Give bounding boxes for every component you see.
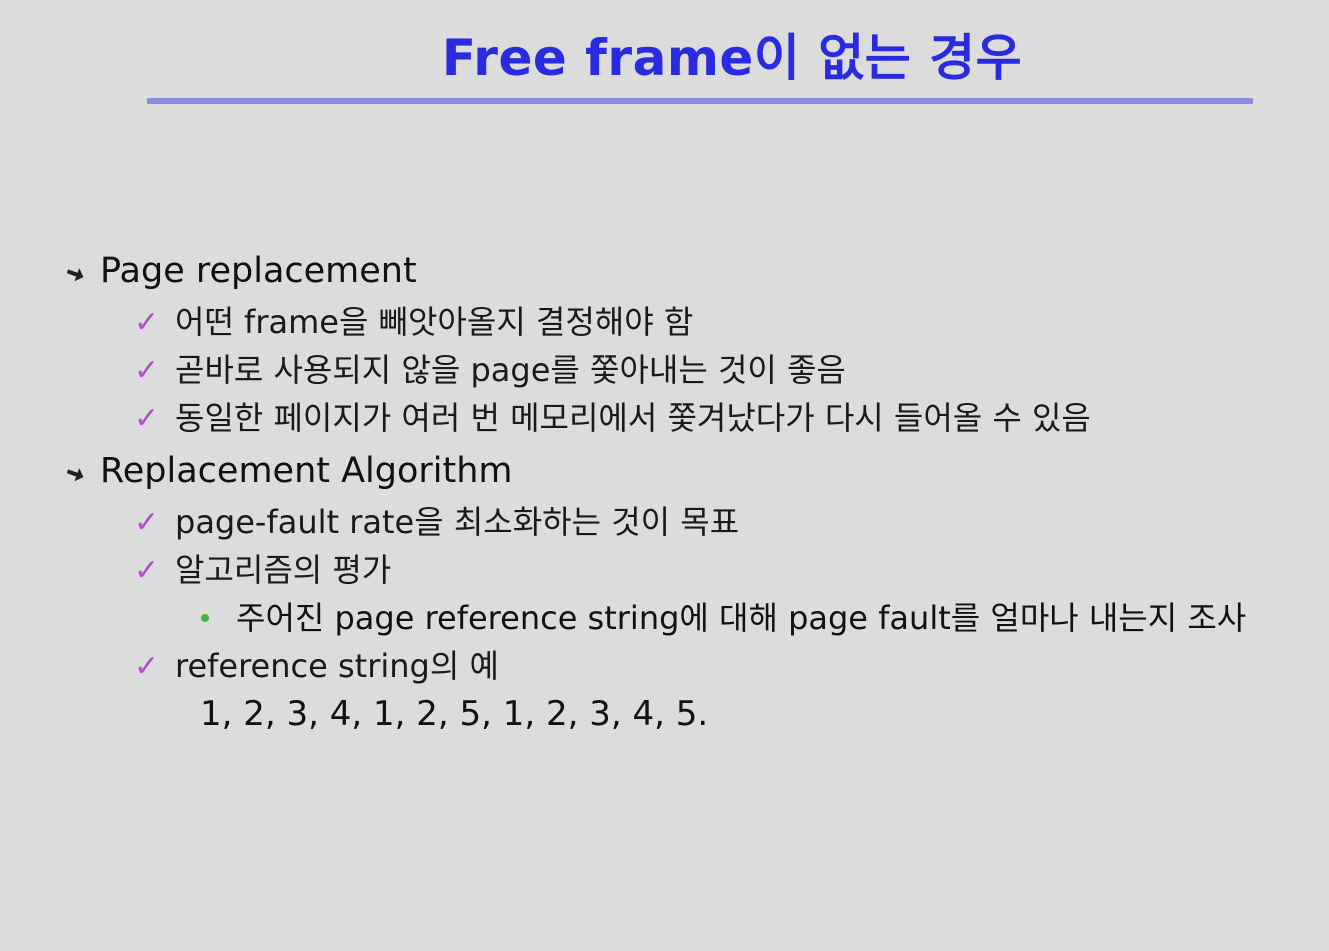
checkmark-icon: ✓ [134, 305, 160, 340]
checkmark-icon: ✓ [134, 649, 160, 684]
section-heading-replacement-algorithm: Replacement Algorithm [0, 448, 1329, 494]
section-heading-label: Replacement Algorithm [100, 451, 513, 491]
checkmark-icon: ✓ [134, 553, 160, 588]
list-item-text: 곧바로 사용되지 않을 page를 쫓아내는 것이 좋음 [175, 351, 846, 389]
list-item: ✓ page-fault rate을 최소화하는 것이 목표 [0, 502, 1329, 542]
slide-title: Free frame이 없는 경우 [441, 29, 1023, 87]
list-item-text: page-fault rate을 최소화하는 것이 목표 [175, 503, 740, 541]
arrow-down-right-icon [66, 268, 84, 282]
checkmark-icon: ✓ [134, 401, 160, 436]
list-item: ✓ 곧바로 사용되지 않을 page를 쫓아내는 것이 좋음 [0, 350, 1329, 390]
list-item-text: 동일한 페이지가 여러 번 메모리에서 쫓겨났다가 다시 들어올 수 있음 [175, 399, 1091, 437]
section-heading-page-replacement: Page replacement [0, 248, 1329, 294]
section-heading-label: Page replacement [100, 251, 417, 291]
dot-icon [201, 614, 209, 622]
list-item: ✓ 알고리즘의 평가 [0, 550, 1329, 590]
title-underline [147, 98, 1253, 104]
list-item-text: 알고리즘의 평가 [175, 551, 392, 589]
list-item: ✓ 어떤 frame을 빼앗아올지 결정해야 함 [0, 302, 1329, 342]
checkmark-icon: ✓ [134, 353, 160, 388]
list-item: ✓ 동일한 페이지가 여러 번 메모리에서 쫓겨났다가 다시 들어올 수 있음 [0, 398, 1329, 438]
arrow-down-right-icon [66, 468, 84, 482]
checkmark-icon: ✓ [134, 505, 160, 540]
list-item-text: 어떤 frame을 빼앗아올지 결정해야 함 [175, 303, 694, 341]
list-item-text: reference string의 예 [175, 647, 499, 685]
list-item: ✓ reference string의 예 [0, 646, 1329, 686]
sub-list-item: 주어진 page reference string에 대해 page fault… [0, 598, 1329, 638]
sub-list-item-text: 주어진 page reference string에 대해 page fault… [236, 599, 1247, 637]
slide-content: Page replacement ✓ 어떤 frame을 빼앗아올지 결정해야 … [0, 248, 1329, 736]
reference-string-sequence: 1, 2, 3, 4, 1, 2, 5, 1, 2, 3, 4, 5. [200, 694, 709, 734]
